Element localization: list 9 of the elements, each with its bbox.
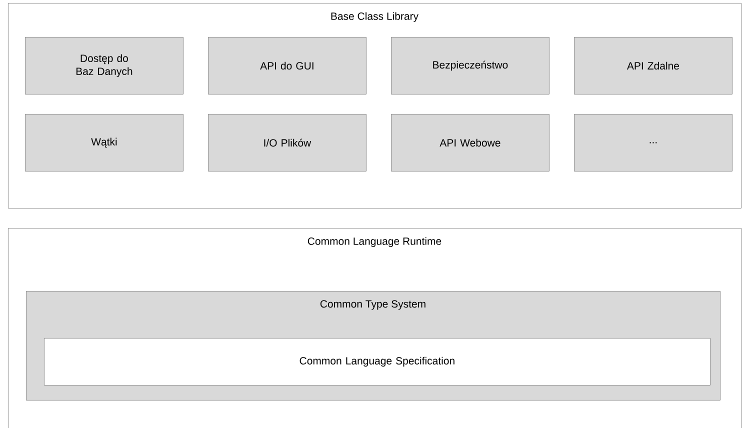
component-box: API Zdalne xyxy=(574,37,732,94)
component-box: ... xyxy=(574,114,732,172)
component-box: Dostęp do Baz Danych xyxy=(25,37,184,94)
component-box: API do GUI xyxy=(208,37,366,94)
component-box: Bezpieczeństwo xyxy=(391,37,550,94)
component-box: I/O Plików xyxy=(208,114,366,172)
component-box: API Webowe xyxy=(391,114,550,172)
component-box: Wątki xyxy=(25,114,184,172)
component-box: Common Language Specification xyxy=(44,338,710,386)
